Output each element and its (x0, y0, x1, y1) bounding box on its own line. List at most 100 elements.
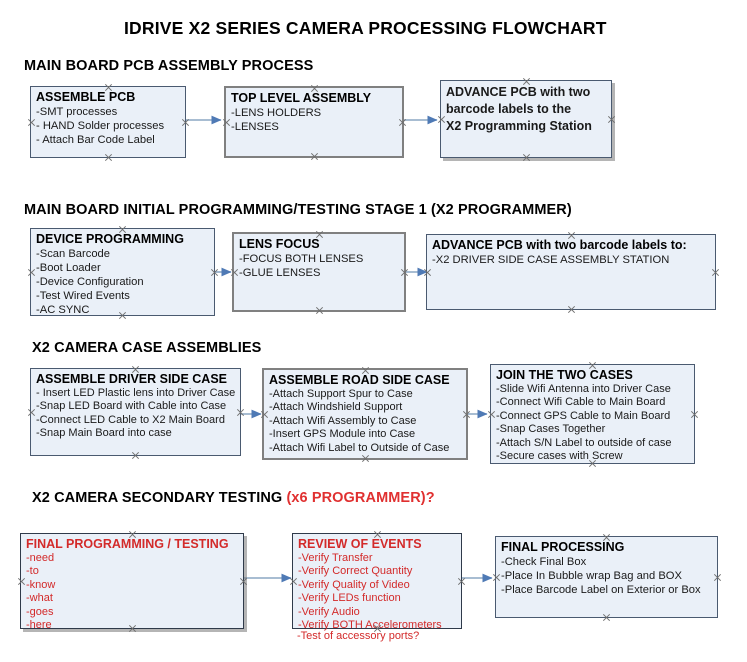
box-title: LENS FOCUS (239, 237, 320, 251)
box-final-processing[interactable]: FINAL PROCESSING -Check Final Box -Place… (495, 536, 718, 618)
connector-handle-left[interactable] (289, 577, 298, 586)
box-line: -Connect Wifi Cable to Main Board (496, 396, 666, 409)
connector-handle-left[interactable] (487, 410, 496, 419)
connector-handle-bottom[interactable] (104, 153, 113, 162)
connector-handle-left[interactable] (27, 268, 36, 277)
box-line: -SMT processes (36, 106, 118, 118)
box-lens-focus[interactable]: LENS FOCUS -FOCUS BOTH LENSES -GLUE LENS… (232, 232, 406, 312)
box-line: -X2 DRIVER SIDE CASE ASSEMBLY STATION (432, 254, 670, 266)
connector-handle-right[interactable] (398, 118, 407, 127)
box-line: - HAND Solder processes (36, 120, 165, 132)
connector-handle-bottom[interactable] (567, 305, 576, 314)
box-title: ASSEMBLE ROAD SIDE CASE (269, 373, 450, 387)
connector-handle-left[interactable] (437, 115, 446, 124)
connector-handle-left[interactable] (17, 577, 26, 586)
connector-handle-right[interactable] (713, 573, 722, 582)
box-line: -goes (26, 605, 54, 618)
connector-handle-bottom[interactable] (522, 153, 531, 162)
connector-handle-bottom[interactable] (315, 306, 324, 315)
box-line: -LENSES (231, 121, 279, 133)
box-line: -Verify Correct Quantity (298, 565, 413, 578)
box-advance-pcb-programming-station[interactable]: ADVANCE PCB with two barcode labels to t… (440, 80, 612, 158)
box-line: -Connect GPS Cable to Main Board (496, 409, 671, 422)
box-line: barcode labels to the (446, 102, 572, 116)
box-title: ASSEMBLE DRIVER SIDE CASE (36, 372, 228, 386)
box-title: FINAL PROCESSING (501, 540, 625, 554)
box-line: -Check Final Box (501, 556, 587, 568)
box-title: JOIN THE TWO CASES (496, 368, 633, 382)
connector-handle-bottom[interactable] (602, 613, 611, 622)
connector-handle-left[interactable] (27, 408, 36, 417)
box-assemble-road-side-case[interactable]: ASSEMBLE ROAD SIDE CASE -Attach Support … (262, 368, 468, 460)
box-title: ASSEMBLE PCB (36, 90, 136, 104)
box-line: -AC SYNC (36, 304, 90, 316)
box-review-of-events[interactable]: REVIEW OF EVENTS -Verify Transfer -Verif… (289, 533, 462, 632)
box-line: -Snap Cases Together (496, 423, 606, 436)
box-top-level-assembly[interactable]: TOP LEVEL ASSEMBLY -LENS HOLDERS -LENSES (224, 86, 404, 158)
box-line: -Attach Wifi Label to Outside of Case (269, 441, 450, 454)
box-line: -Verify Transfer (298, 552, 373, 564)
box-line: -Attach S/N Label to outside of case (496, 436, 672, 449)
connector-handle-right[interactable] (711, 268, 720, 277)
box-line: - Attach Bar Code Label (36, 134, 155, 146)
document-title: IDRIVE X2 SERIES CAMERA PROCESSING FLOWC… (124, 18, 607, 38)
box-line: -Verify BOTH Accelerometers (298, 619, 442, 632)
box-line: -here (26, 619, 52, 632)
connector-handle-bottom[interactable] (131, 451, 140, 460)
box-line: -what (26, 592, 53, 605)
connector-handle-left[interactable] (27, 118, 36, 127)
box-line: -Connect LED Cable to X2 Main Board (36, 413, 225, 426)
connector-handle-right[interactable] (239, 577, 248, 586)
box-line: -LENS HOLDERS (231, 107, 322, 119)
box-line: -Snap LED Board with Cable into Case (36, 400, 227, 413)
connector-handle-right[interactable] (181, 118, 190, 127)
box-join-the-two-cases[interactable]: JOIN THE TWO CASES -Slide Wifi Antenna i… (490, 364, 695, 464)
connector-handle-left[interactable] (260, 410, 269, 419)
connector-handle-bottom[interactable] (310, 152, 319, 161)
box-line: -GLUE LENSES (239, 267, 321, 279)
box-line: -Place In Bubble wrap Bag and BOX (501, 570, 682, 582)
connector-handle-right[interactable] (400, 268, 409, 277)
box-advance-pcb-driver-side-case[interactable]: ADVANCE PCB with two barcode labels to: … (426, 234, 716, 310)
box-line: -Test Wired Events (36, 290, 130, 302)
box-line: -Verify Quality of Video (298, 578, 410, 591)
connector-handle-left[interactable] (423, 268, 432, 277)
box-line: -to (26, 565, 39, 578)
box-line: -Slide Wifi Antenna into Driver Case (496, 383, 671, 395)
section-title-x2-camera-case-assemblies: X2 CAMERA CASE ASSEMBLIES (32, 340, 262, 356)
section-title-accent: (x6 PROGRAMMER)? (286, 490, 435, 506)
box-line: -Snap Main Board into case (36, 427, 172, 440)
connector-handle-right[interactable] (236, 408, 245, 417)
box-line: -Insert GPS Module into Case (269, 428, 416, 441)
box-assemble-driver-side-case[interactable]: ASSEMBLE DRIVER SIDE CASE - Insert LED P… (30, 368, 241, 456)
box-line: -Secure cases with Screw (496, 450, 623, 463)
section-title-x2-camera-secondary-testing: X2 CAMERA SECONDARY TESTING (x6 PROGRAMM… (32, 490, 435, 506)
section-title-main-board-initial-programming: MAIN BOARD INITIAL PROGRAMMING/TESTING S… (24, 202, 572, 218)
connector-handle-right[interactable] (457, 577, 466, 586)
box-final-programming-testing[interactable]: FINAL PROGRAMMING / TESTING -need -to -k… (17, 533, 244, 632)
box-title: FINAL PROGRAMMING / TESTING (26, 537, 229, 551)
box-line: ADVANCE PCB with two (446, 85, 591, 99)
review-of-events-overflow-line: -Test of accessory ports? (297, 630, 420, 642)
connector-handle-right[interactable] (210, 268, 219, 277)
connector-handle-right[interactable] (462, 410, 471, 419)
section-title-main-board-pcb-assembly: MAIN BOARD PCB ASSEMBLY PROCESS (24, 58, 314, 74)
box-title: DEVICE PROGRAMMING (36, 232, 184, 246)
box-line: -Boot Loader (36, 262, 101, 274)
connector-handle-left[interactable] (230, 268, 239, 277)
connector-handle-left[interactable] (492, 573, 501, 582)
box-line: X2 Programming Station (446, 119, 592, 133)
box-assemble-pcb[interactable]: ASSEMBLE PCB -SMT processes - HAND Solde… (30, 86, 186, 158)
connector-handle-right[interactable] (690, 410, 699, 419)
box-line: -Scan Barcode (36, 248, 111, 260)
box-line: -Attach Windshield Support (269, 401, 403, 414)
box-device-programming[interactable]: DEVICE PROGRAMMING -Scan Barcode -Boot L… (30, 228, 215, 316)
box-line: -Verify Audio (298, 605, 360, 618)
connector-handle-right[interactable] (607, 115, 616, 124)
connector-handle-left[interactable] (222, 118, 231, 127)
box-title: ADVANCE PCB with two barcode labels to: (432, 238, 687, 252)
box-line: - Insert LED Plastic lens into Driver Ca… (36, 387, 236, 399)
box-line: -Attach Support Spur to Case (269, 388, 413, 400)
box-line: -Device Configuration (36, 276, 144, 288)
